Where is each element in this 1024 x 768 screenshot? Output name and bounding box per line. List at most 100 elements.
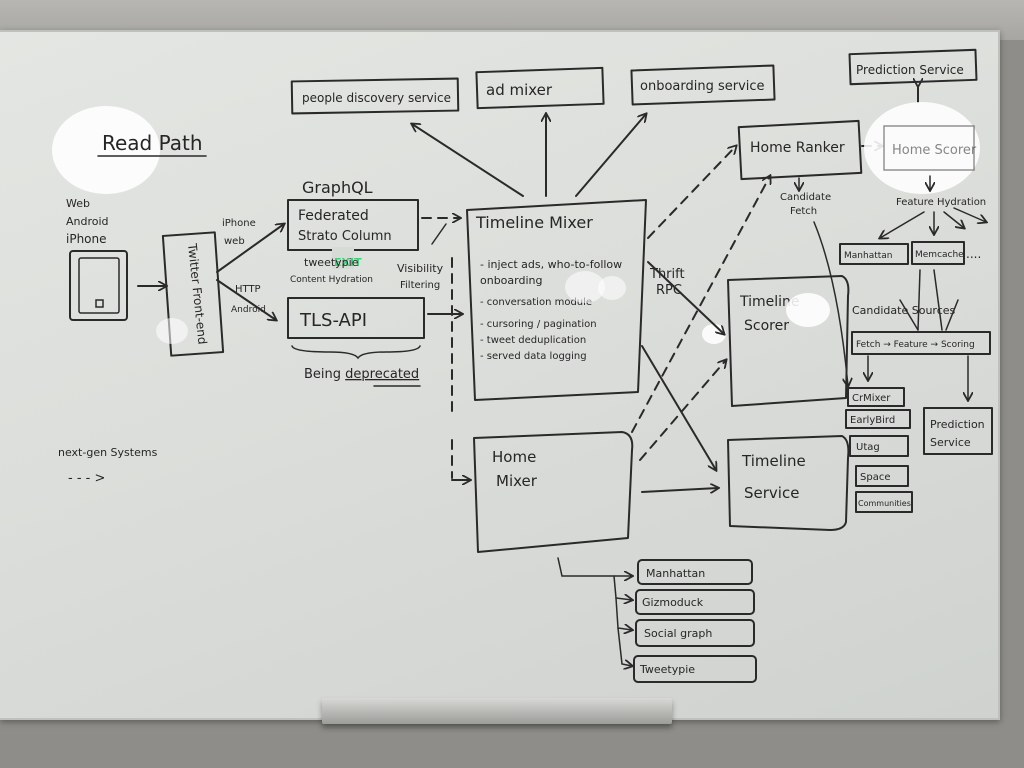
arrow-to-onboarding — [575, 114, 646, 197]
timeline-scorer-label-line1: Timeline — [739, 294, 800, 310]
light-reflection — [702, 324, 726, 344]
light-reflection — [598, 276, 626, 300]
home-scorer-label: Home Scorer — [892, 143, 977, 158]
phone-icon — [69, 250, 128, 321]
client-iphone-label: iPhone — [66, 232, 107, 246]
federated-label: Federated — [298, 208, 369, 224]
visibility-label: Visibility — [397, 262, 444, 275]
line-sources-to-pipeline-2 — [945, 299, 959, 331]
light-reflection — [52, 106, 160, 194]
home-ranker-label: Home Ranker — [750, 140, 845, 156]
deprecated-prefix: Being — [304, 367, 345, 382]
pipeline-flow-label: Fetch → Feature → Scoring — [856, 340, 975, 350]
client-web-label: Web — [66, 197, 90, 210]
prediction-service-lower-line1: Prediction — [930, 418, 985, 431]
feature-hydration-label: Feature Hydration — [896, 197, 986, 208]
onboarding-service-label: onboarding service — [640, 79, 765, 94]
http-label: HTTP — [235, 284, 261, 295]
twitter-frontend-box — [161, 231, 225, 357]
marker-tray — [322, 698, 672, 724]
light-reflection — [786, 293, 830, 327]
timeline-scorer-box — [727, 275, 850, 407]
graphql-label: GraphQL — [302, 178, 373, 197]
memcache-label: Memcache — [915, 250, 964, 260]
gizmoduck-store-box — [635, 589, 755, 615]
strato-column-label: Strato Column — [298, 229, 392, 244]
arrow-to-gizmoduck — [613, 575, 632, 600]
arrow-timeline-mixer-to-scorer — [647, 261, 724, 334]
timeline-mixer-items: - inject ads, who-to-follow onboarding -… — [480, 258, 622, 362]
utag-box — [849, 435, 909, 457]
store-item: Gizmoduck — [642, 596, 704, 609]
deprecated-brace — [291, 345, 421, 360]
tls-api-box — [287, 297, 425, 339]
timeline-service-label-line1: Timeline — [741, 452, 806, 470]
candidate-fetch-line2: Fetch — [790, 206, 817, 217]
memcache-box — [911, 241, 965, 265]
ad-mixer-label: ad mixer — [486, 81, 553, 99]
candidate-source-item: Space — [860, 472, 890, 483]
manhattan-feature-box — [839, 243, 909, 265]
manhattan-store-box — [637, 559, 753, 585]
timeline-mixer-item: - tweet deduplication — [480, 335, 586, 346]
home-scorer-box — [883, 125, 975, 171]
ad-mixer-box — [475, 66, 605, 110]
manhattan-feature-label: Manhattan — [844, 251, 892, 261]
tweetypie-note: tweetypie — [304, 256, 359, 269]
arrow-home-mixer-to-manhattan — [557, 557, 632, 576]
arrow-frontend-to-tls — [216, 279, 276, 320]
home-mixer-stores: Manhattan Gizmoduck Social graph Tweetyp… — [633, 559, 757, 683]
pipeline-box — [851, 331, 991, 355]
light-reflection — [864, 102, 980, 194]
web-protocol-label: web — [224, 236, 245, 247]
candidate-sources-label: Candidate Sources — [852, 304, 956, 317]
timeline-mixer-item: - served data logging — [480, 351, 587, 362]
content-hydration-note: Content Hydration — [290, 275, 373, 285]
arrow-hydration-to-manhattan — [880, 211, 925, 238]
light-reflection — [565, 271, 605, 303]
arrow-to-people-discovery — [412, 124, 524, 197]
space-box — [855, 465, 909, 487]
light-reflection — [156, 318, 188, 344]
arrow-to-tweetypie — [617, 627, 632, 666]
exit-sign-reflection — [332, 247, 354, 269]
filtering-pointer — [431, 223, 447, 245]
twitter-frontend-label: Twitter Front-end — [185, 242, 210, 345]
timeline-service-label-line2: Service — [744, 484, 799, 502]
deprecated-word: deprecated — [345, 367, 419, 382]
store-item: Tweetypie — [639, 663, 695, 676]
filtering-label: Filtering — [400, 280, 440, 291]
timeline-mixer-box — [466, 199, 647, 401]
communities-box — [855, 491, 913, 513]
line-memcache-to-pipeline — [933, 269, 943, 331]
dashed-arrow-home-mixer-to-home-ranker — [631, 176, 770, 433]
prediction-service-lower-line2: Service — [930, 436, 971, 449]
people-discovery-service-box — [290, 77, 460, 115]
prediction-service-lower-box — [923, 407, 993, 455]
whiteboard — [0, 30, 1000, 720]
dashed-arrow-home-mixer-to-scorer — [639, 360, 726, 461]
store-item: Social graph — [644, 627, 712, 640]
line-manhattan-to-pipeline — [917, 269, 921, 331]
legend-label: next-gen Systems — [58, 446, 158, 459]
onboarding-service-box — [630, 64, 776, 106]
home-mixer-label-line1: Home — [492, 448, 536, 466]
tls-api-label: TLS-API — [299, 310, 367, 331]
candidate-source-item: Utag — [856, 442, 880, 453]
arrow-home-mixer-to-service — [641, 488, 718, 492]
read-path-title: Read Path — [102, 131, 203, 155]
timeline-mixer-item: onboarding — [480, 274, 542, 287]
timeline-mixer-item: - conversation module — [480, 297, 592, 308]
crmixer-box — [847, 387, 905, 407]
iphone-protocol-label: iPhone — [222, 218, 256, 229]
timeline-mixer-title: Timeline Mixer — [475, 213, 593, 232]
arrow-timeline-mixer-to-service — [641, 345, 716, 470]
candidate-fetch-line1: Candidate — [780, 192, 831, 203]
arrow-hydration-more — [943, 211, 964, 228]
candidate-source-item: Communities — [858, 499, 911, 508]
store-item: Manhattan — [646, 567, 705, 580]
timeline-service-box — [727, 435, 850, 531]
social-graph-store-box — [635, 619, 755, 647]
tweetypie-store-box — [633, 655, 757, 683]
candidate-source-item: EarlyBird — [850, 415, 895, 426]
